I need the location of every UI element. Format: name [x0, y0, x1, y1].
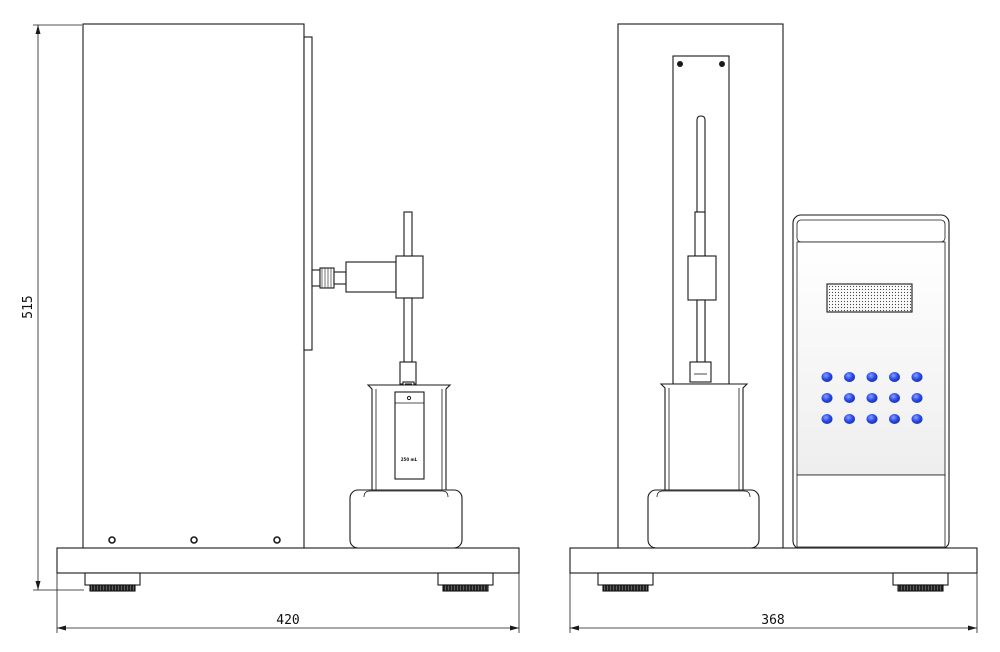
width-label-front: 368 [761, 613, 784, 628]
display-screen [826, 283, 913, 313]
keypad-button [911, 372, 923, 382]
vertical-rod [399, 211, 417, 392]
screws [108, 536, 281, 544]
feet [84, 572, 494, 592]
front-base-plate [569, 547, 978, 574]
keypad-button [821, 414, 833, 424]
keypad-button [911, 414, 923, 424]
keypad-button [911, 393, 923, 403]
height-dimension [33, 24, 84, 591]
keypad-button [866, 393, 878, 403]
main-tower [82, 23, 305, 550]
horizontal-arm [311, 255, 424, 299]
keypad-button [889, 372, 900, 382]
keypad-button [844, 372, 855, 382]
front-view [569, 23, 978, 633]
keypad-button [821, 372, 833, 382]
keypad-button [821, 393, 833, 403]
front-feet [597, 572, 949, 592]
beaker-side [366, 384, 452, 498]
width-dimension-side [56, 573, 520, 633]
width-dimension-front [569, 573, 978, 633]
stirrer-base-front [647, 489, 760, 549]
height-label: 515 [21, 295, 36, 318]
width-label-side: 420 [276, 613, 299, 628]
keypad-button [866, 414, 878, 424]
stirrer-base-side [349, 489, 463, 549]
keypad [821, 372, 923, 424]
base-plate [56, 547, 520, 574]
keypad-button [844, 393, 855, 403]
keypad-button [844, 414, 855, 424]
keypad-button [866, 372, 878, 382]
control-unit [792, 214, 950, 550]
beaker-front [659, 383, 749, 498]
side-panel [303, 36, 313, 351]
keypad-button [889, 393, 900, 403]
beaker-volume-label: 250 mL [401, 457, 418, 462]
side-view [33, 23, 520, 633]
keypad-button [889, 414, 900, 424]
